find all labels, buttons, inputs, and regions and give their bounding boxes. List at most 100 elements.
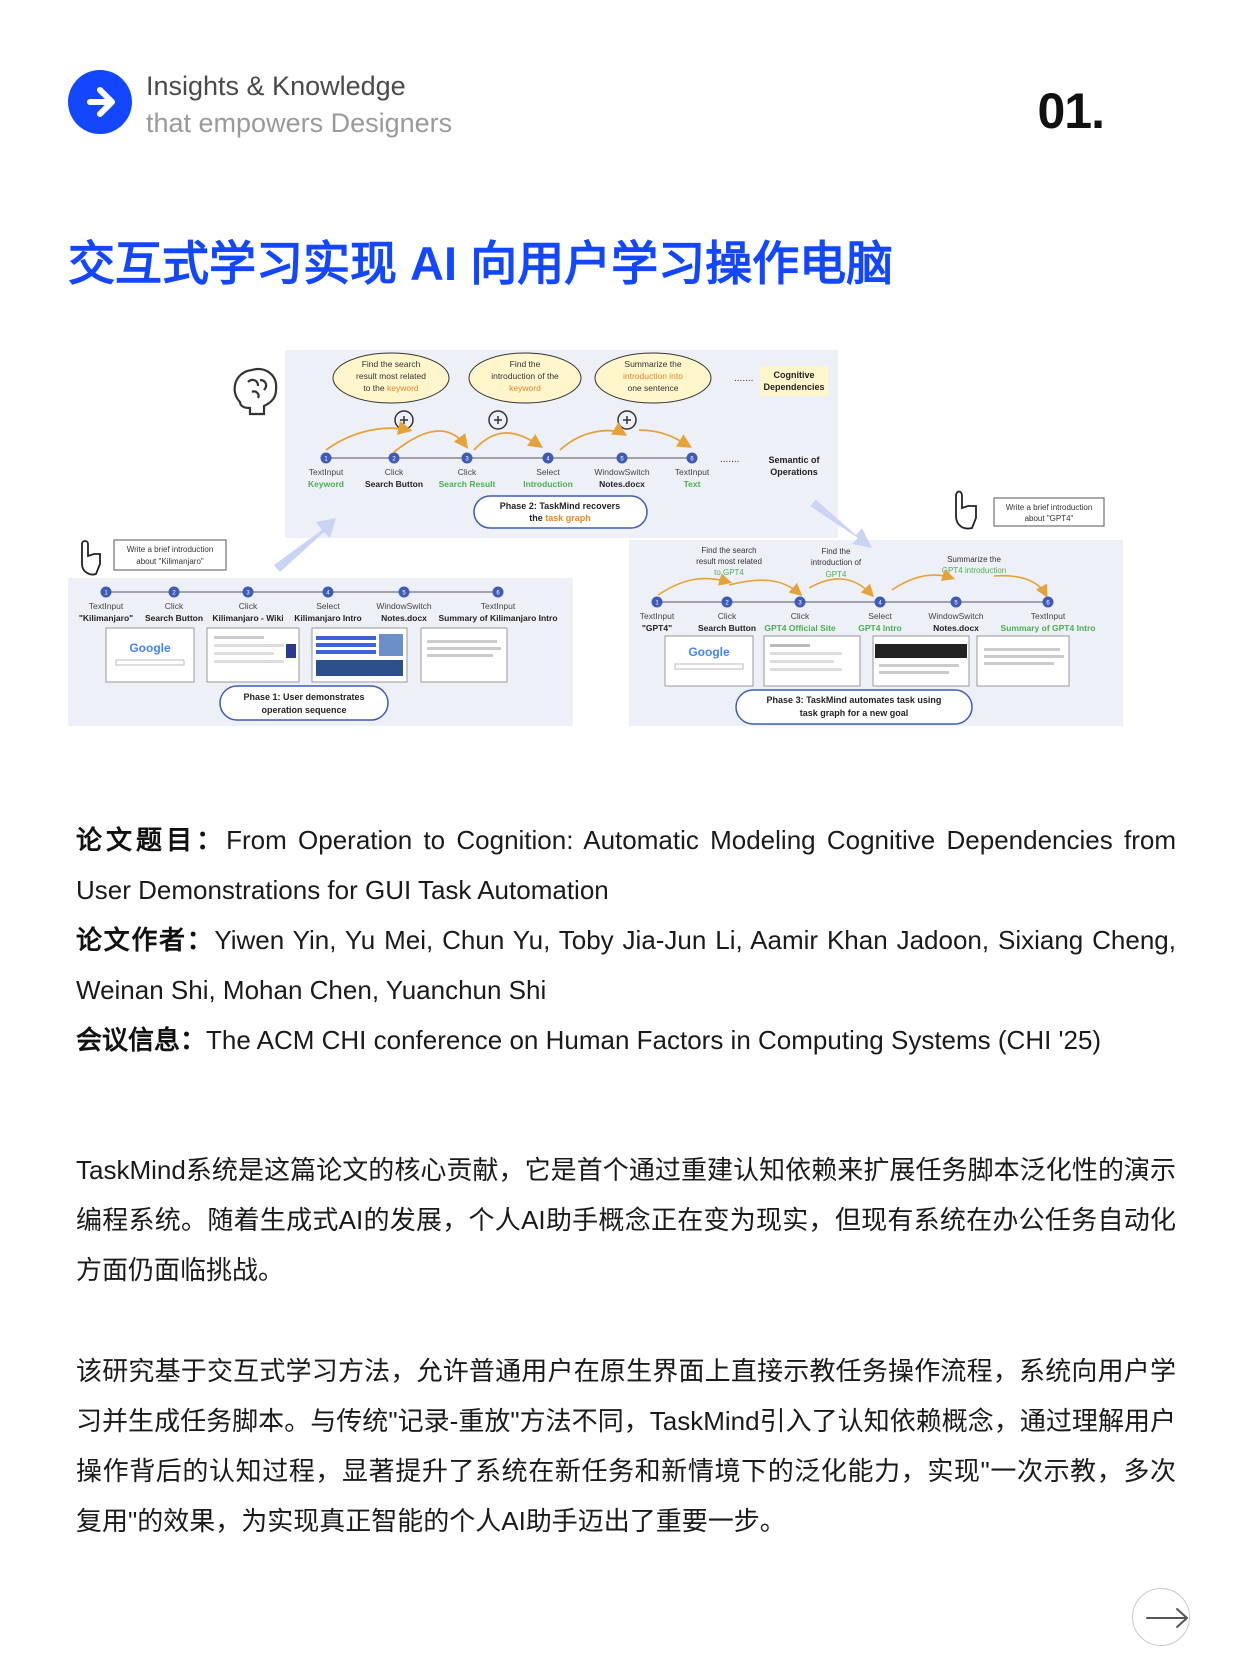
phase3-step-6-dot bbox=[1042, 596, 1054, 608]
cloud-1-line-1: Find the search bbox=[362, 359, 421, 369]
phase1-step-4-num: 4 bbox=[326, 591, 330, 597]
phase2-step-1-action: TextInput bbox=[309, 467, 344, 477]
brain-icon bbox=[233, 367, 278, 416]
cloud-1: Find the search result most related to t… bbox=[332, 352, 450, 404]
phase1-step-1-dot bbox=[100, 586, 112, 598]
phase1-step-3-target: Kilimanjaro - Wiki bbox=[212, 613, 283, 623]
phase3-step-5-num: 5 bbox=[954, 601, 958, 607]
dots-1: ....... bbox=[734, 373, 753, 384]
arrow-right-icon bbox=[87, 87, 115, 117]
paper-title-row: 论文题目：From Operation to Cognition: Automa… bbox=[76, 815, 1176, 915]
phase1-label-pill bbox=[219, 685, 389, 721]
cloud-2-keyword: keyword bbox=[509, 383, 541, 393]
phase3-label-2: task graph for a new goal bbox=[800, 708, 909, 718]
phase1-step-4-target: Kilimanjaro Intro bbox=[294, 613, 362, 623]
phase1-step-6-num: 6 bbox=[496, 591, 500, 597]
phase1-step-6-target: Summary of Kilimanjaro Intro bbox=[438, 613, 557, 623]
paper-meta: 论文题目：From Operation to Cognition: Automa… bbox=[76, 815, 1176, 1065]
phase3-step-1-action: TextInput bbox=[640, 611, 675, 621]
p3-note-1-l2: result most related bbox=[696, 557, 762, 566]
phase3-step-5-target: Notes.docx bbox=[933, 623, 979, 633]
dependency-arrows-phase2 bbox=[325, 420, 693, 453]
p3-note-2-l2: introduction of bbox=[811, 558, 862, 567]
phase1-step-4-dot bbox=[322, 586, 334, 598]
phase3-step-6-target: Summary of GPT4 Intro bbox=[1001, 623, 1096, 633]
phase2-label-1: Phase 2: TaskMind recovers bbox=[500, 501, 620, 511]
phase3-step-1-dot bbox=[651, 596, 663, 608]
body-paragraph-1: TaskMind系统是这篇论文的核心贡献，它是首个通过重建认知依赖来扩展任务脚本… bbox=[76, 1155, 1176, 1285]
cloud-2-line-2: introduction of the bbox=[491, 371, 559, 381]
phase2-step-4-target: Introduction bbox=[523, 479, 573, 489]
phase2-step-3-action: Click bbox=[458, 467, 477, 477]
venue-row: 会议信息：The ACM CHI conference on Human Fac… bbox=[76, 1015, 1176, 1065]
cloud-1-line-2: result most related bbox=[356, 371, 426, 381]
cloud-3-line-3: one sentence bbox=[627, 383, 678, 393]
pointer-hand-icon-1 bbox=[81, 540, 101, 576]
cognitive-label-1: Cognitive bbox=[773, 370, 814, 380]
phase3-step-1-num: 1 bbox=[655, 601, 659, 607]
venue: The ACM CHI conference on Human Factors … bbox=[206, 1025, 1102, 1055]
phase3-step-6-num: 6 bbox=[1046, 601, 1050, 607]
phase1-step-2-dot bbox=[168, 586, 180, 598]
phase3-step-2-action: Click bbox=[718, 611, 737, 621]
p3-note-1-l1: Find the search bbox=[701, 546, 756, 555]
phase2-step-2-action: Click bbox=[385, 467, 404, 477]
phase1-label-1: Phase 1: User demonstrates bbox=[243, 692, 364, 702]
phase3-step-3-target: GPT4 Official Site bbox=[764, 623, 836, 633]
phase1-step-2-target: Search Button bbox=[145, 613, 203, 623]
phase1-step-1-num: 1 bbox=[104, 591, 108, 597]
cloud-3-line-2: introduction into bbox=[623, 371, 683, 381]
dependency-arrows-phase3 bbox=[657, 568, 1048, 598]
header: Insights & Knowledge that empowers Desig… bbox=[68, 68, 1242, 148]
phase3-step-6-action: TextInput bbox=[1031, 611, 1066, 621]
svg-text:the task graph: the task graph bbox=[529, 513, 591, 523]
phase2-step-5-target: Notes.docx bbox=[599, 479, 645, 489]
phase2-step-2-dot bbox=[388, 452, 400, 464]
phase1-step-3-action: Click bbox=[239, 601, 258, 611]
phase1-step-5-action: WindowSwitch bbox=[376, 601, 432, 611]
phase1-step-3-num: 3 bbox=[246, 591, 250, 597]
phase1-step-5-num: 5 bbox=[402, 591, 406, 597]
phase1-step-6-dot bbox=[492, 586, 504, 598]
brand-logo bbox=[68, 70, 132, 134]
brand-line-1: Insights & Knowledge bbox=[146, 71, 406, 101]
transition-arrow-1 bbox=[274, 518, 336, 572]
google-logo-2: Google bbox=[688, 645, 730, 659]
phase2-step-1-num: 1 bbox=[324, 457, 328, 463]
phase2-step-3-dot bbox=[461, 452, 473, 464]
paper-title-label: 论文题目： bbox=[76, 825, 227, 855]
page-number: 01. bbox=[1037, 83, 1105, 139]
next-page-button[interactable] bbox=[1132, 1588, 1190, 1646]
phase3-step-2-target: Search Button bbox=[698, 623, 756, 633]
phase2-step-4-dot bbox=[542, 452, 554, 464]
phase3-step-4-dot bbox=[874, 596, 886, 608]
phase1-prompt-2: about "Kilimanjaro" bbox=[136, 557, 204, 566]
brand-line-2: that empowers Designers bbox=[146, 108, 453, 138]
phase1-prompt-1: Write a brief introduction bbox=[127, 545, 214, 554]
cloud-3: Summarize the introduction into one sent… bbox=[594, 352, 712, 404]
phase2-step-6-target: Text bbox=[684, 479, 701, 489]
phase2-step-2-num: 2 bbox=[392, 457, 396, 463]
authors-row: 论文作者：Yiwen Yin, Yu Mei, Chun Yu, Toby Ji… bbox=[76, 915, 1176, 1015]
phase2-step-4-action: Select bbox=[536, 467, 560, 477]
p3-note-2-l1: Find the bbox=[822, 547, 851, 556]
cloud-1-keyword: keyword bbox=[387, 383, 419, 393]
phase1-prompt-box bbox=[113, 539, 227, 571]
phase1-step-2-num: 2 bbox=[172, 591, 176, 597]
phase3-step-4-action: Select bbox=[868, 611, 892, 621]
phase3-step-5-action: WindowSwitch bbox=[928, 611, 984, 621]
p3-note-2-l3: GPT4 bbox=[826, 570, 847, 579]
figure-svg: Find the search result most related to t… bbox=[68, 350, 1123, 726]
semantic-label-1: Semantic of bbox=[768, 455, 820, 465]
phase2-step-1-dot bbox=[320, 452, 332, 464]
cloud-1-line-3: to the bbox=[363, 383, 387, 393]
authors: Yiwen Yin, Yu Mei, Chun Yu, Toby Jia-Jun… bbox=[76, 925, 1176, 1005]
phase3-notes: Find the search result most related to G… bbox=[696, 546, 1006, 579]
head-icon-2 bbox=[488, 410, 508, 430]
phase2-label-prefix: the bbox=[529, 513, 545, 523]
phase3-step-2-dot bbox=[721, 596, 733, 608]
phase1-step-6-action: TextInput bbox=[481, 601, 516, 611]
phase3-screenshots: Google bbox=[664, 635, 1070, 687]
